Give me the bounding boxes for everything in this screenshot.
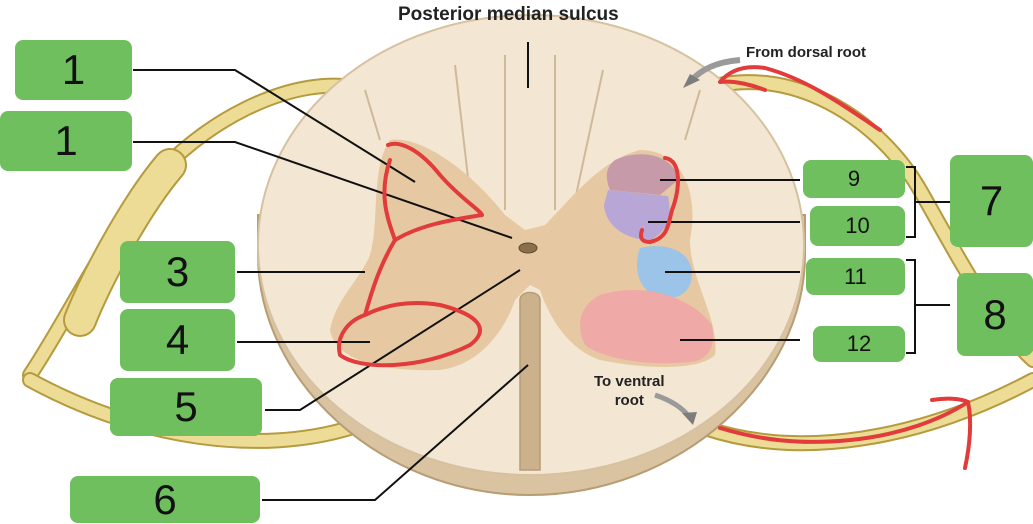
label-12[interactable]: 12 <box>813 326 905 362</box>
label-3[interactable]: 3 <box>120 241 235 303</box>
zone-11 <box>636 246 692 299</box>
red-annotations <box>337 65 973 470</box>
leader-lines <box>133 42 950 501</box>
anterior-median-fissure <box>519 291 541 471</box>
from-dorsal-root-caption: From dorsal root <box>746 44 867 61</box>
spinal-cord <box>257 14 806 497</box>
zone-12 <box>580 289 714 364</box>
posterior-median-sulcus-caption: Posterior median sulcus <box>398 4 619 25</box>
label-9[interactable]: 9 <box>803 160 905 198</box>
label-5[interactable]: 5 <box>110 378 262 436</box>
label-11[interactable]: 11 <box>806 258 905 295</box>
label-6[interactable]: 6 <box>70 476 260 523</box>
label-7[interactable]: 7 <box>950 155 1033 247</box>
zone-9 <box>606 154 678 195</box>
central-canal <box>518 242 538 254</box>
label-4[interactable]: 4 <box>120 309 235 371</box>
label-1-second[interactable]: 1 <box>0 111 132 171</box>
zone-10 <box>604 190 670 240</box>
to-ventral-root-caption: To ventral root <box>594 373 665 409</box>
label-10[interactable]: 10 <box>810 206 905 246</box>
label-8[interactable]: 8 <box>957 273 1033 356</box>
label-1-top[interactable]: 1 <box>15 40 132 100</box>
